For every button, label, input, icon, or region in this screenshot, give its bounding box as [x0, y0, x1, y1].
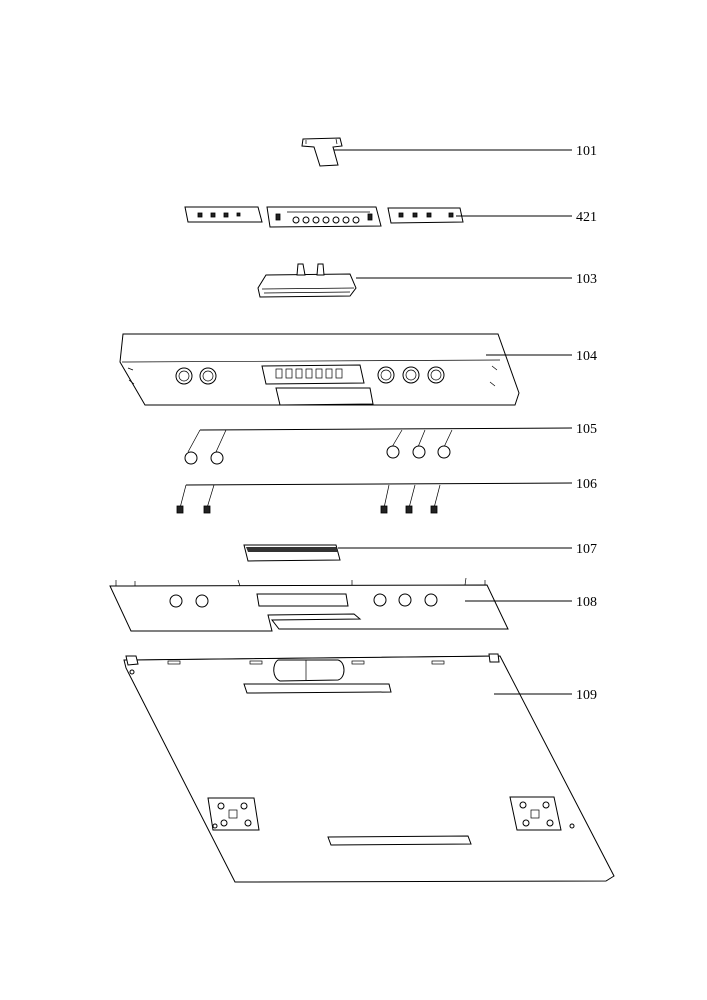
door-hinge-right	[509, 796, 562, 831]
part-108-panel-plate	[109, 577, 509, 632]
callout-104: 104	[576, 349, 597, 364]
leader-105	[199, 427, 573, 431]
part-421-pcb-left	[184, 206, 263, 223]
frame-knob-holes-right	[377, 366, 445, 384]
part-105-knobs	[184, 429, 453, 465]
callout-421: 421	[576, 210, 597, 225]
leader-lines	[185, 149, 573, 695]
callout-101: 101	[576, 144, 597, 159]
part-109-door-panel	[123, 653, 615, 883]
part-106-pins	[176, 484, 441, 514]
frame-display-segments	[275, 368, 343, 379]
callout-109: 109	[576, 688, 597, 703]
part-421-pcb-center	[266, 206, 382, 228]
part-103-display-module	[257, 263, 357, 298]
callout-103: 103	[576, 272, 597, 287]
plate-knob-holes	[169, 593, 438, 608]
callout-labels: 101 421 103 104 105 106 107 108 109	[576, 144, 597, 703]
callout-108: 108	[576, 595, 597, 610]
callout-106: 106	[576, 477, 597, 492]
callout-105: 105	[576, 422, 597, 437]
callout-107: 107	[576, 542, 597, 557]
part-104-control-panel-frame	[119, 333, 520, 406]
pcb-center-switches	[292, 216, 360, 224]
door-hinge-left	[207, 797, 260, 831]
part-101-bracket	[301, 137, 343, 167]
leader-106	[185, 482, 573, 486]
part-421-pcb-right	[387, 207, 464, 224]
part-107-display-window	[243, 544, 341, 562]
frame-knob-holes-left	[175, 367, 217, 385]
